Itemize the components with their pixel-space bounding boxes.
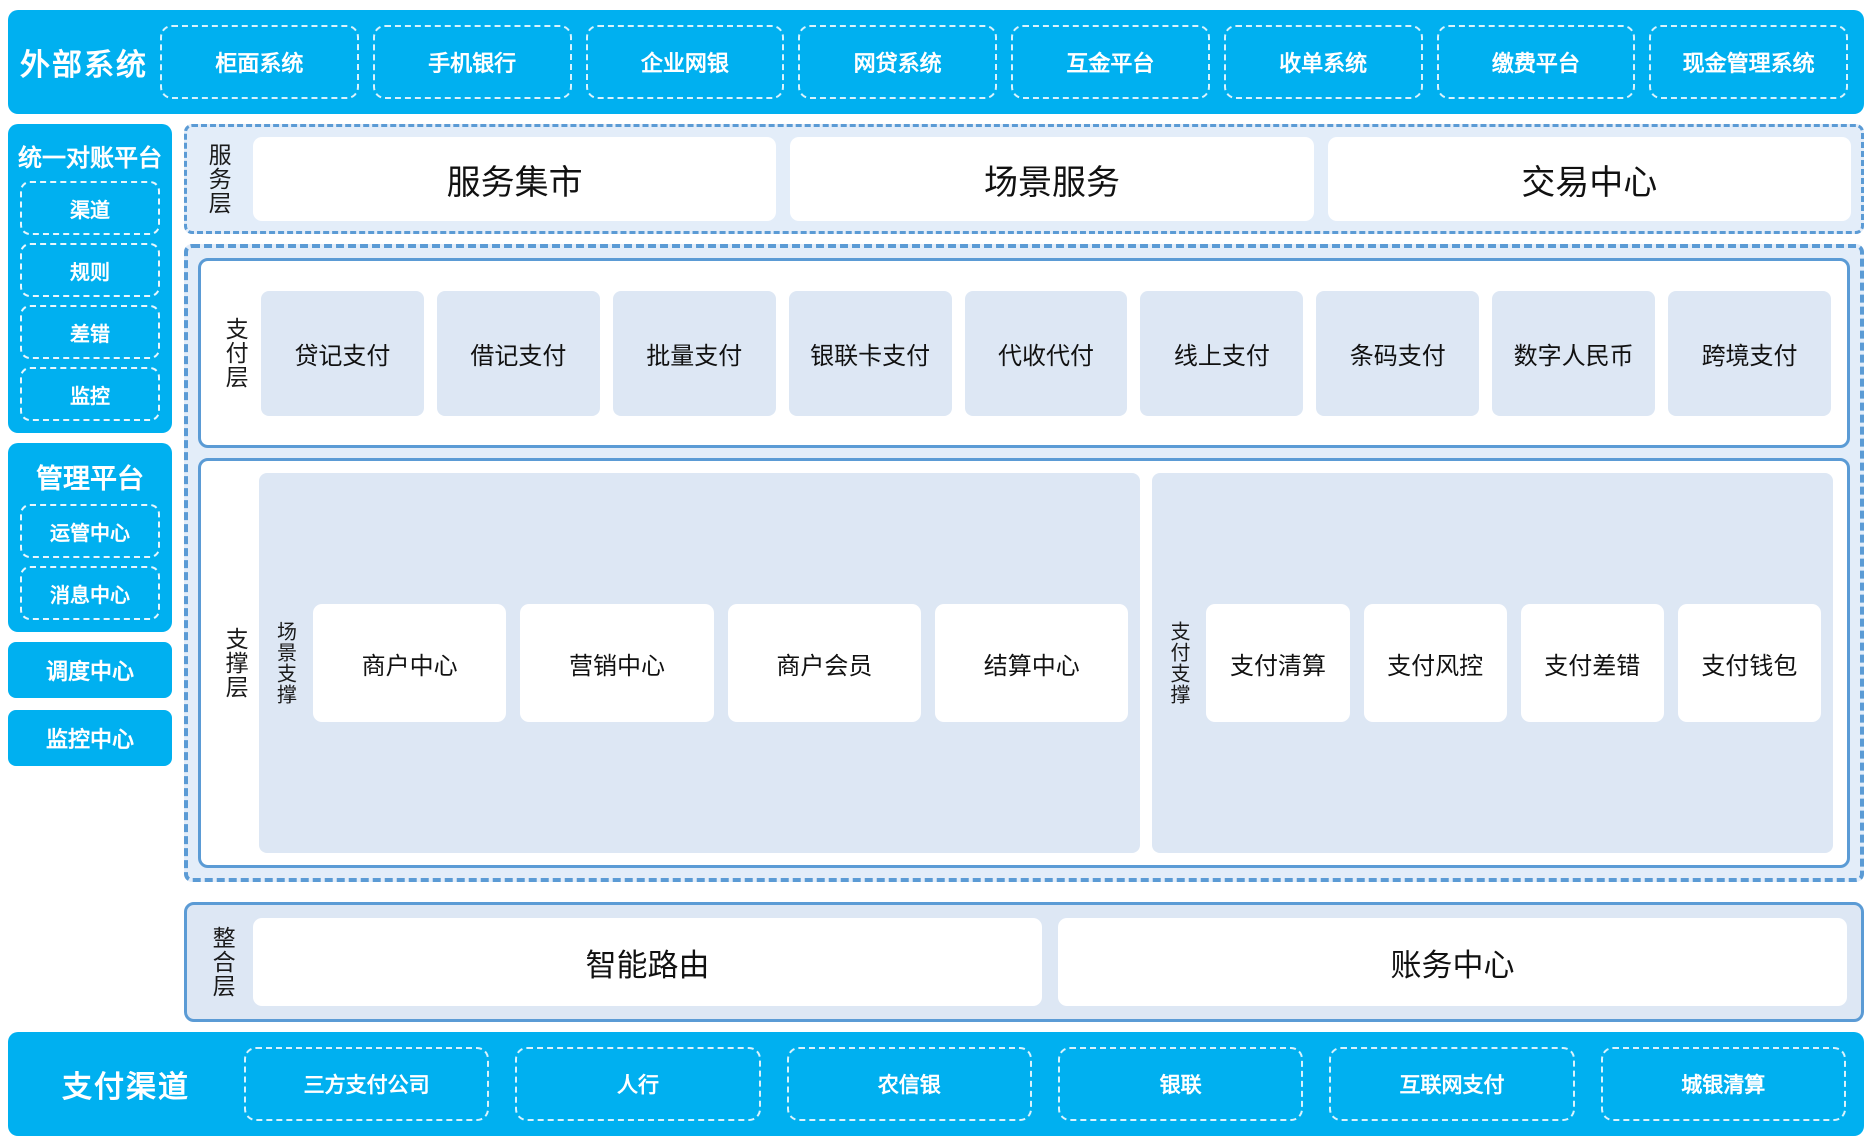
- support-card-merchant-member[interactable]: 商户会员: [727, 604, 922, 722]
- management-item-operations-center[interactable]: 运管中心: [20, 504, 160, 558]
- support-card-payment-risk[interactable]: 支付风控: [1363, 604, 1507, 722]
- integration-card-accounting-center[interactable]: 账务中心: [1058, 918, 1847, 1006]
- external-systems-title: 外部系统: [20, 49, 148, 82]
- integration-layer-panel: 整合层 智能路由 账务中心: [184, 902, 1864, 1022]
- payment-item-online[interactable]: 线上支付: [1140, 290, 1304, 416]
- support-card-payment-clearing[interactable]: 支付清算: [1206, 604, 1350, 722]
- integration-layer-label: 整合层: [209, 926, 236, 998]
- support-layer-panel: 支撑层 场景支撑 商户中心 营销中心 商户会员 结算中心: [198, 458, 1850, 868]
- support-card-marketing-center[interactable]: 营销中心: [520, 604, 714, 722]
- left-rail: 统一对账平台 渠道 规则 差错 监控 管理平台 运管中心 消息中心 调度中心 监…: [8, 124, 172, 1022]
- support-card-settlement-center[interactable]: 结算中心: [935, 604, 1129, 722]
- service-card-transaction-center[interactable]: 交易中心: [1327, 137, 1851, 221]
- reconcile-item-channel[interactable]: 渠道: [20, 181, 160, 235]
- support-layer-groups: 场景支撑 商户中心 营销中心 商户会员 结算中心 支付支撑 支付清算: [257, 471, 1835, 855]
- external-system-chip[interactable]: 缴费平台: [1436, 25, 1636, 99]
- payment-item-barcode[interactable]: 条码支付: [1316, 290, 1480, 416]
- management-platform-group: 管理平台 运管中心 消息中心: [8, 443, 172, 632]
- payment-item-credit[interactable]: 贷记支付: [261, 290, 424, 416]
- payment-channel-chip[interactable]: 互联网支付: [1329, 1047, 1575, 1121]
- rail-item-scheduling-center[interactable]: 调度中心: [8, 642, 172, 698]
- service-layer-label: 服务层: [205, 143, 232, 215]
- payment-channel-chip[interactable]: 人行: [515, 1047, 761, 1121]
- payment-channel-chip[interactable]: 农信银: [786, 1047, 1032, 1121]
- reconcile-item-rule[interactable]: 规则: [20, 243, 160, 297]
- external-system-chip[interactable]: 企业网银: [585, 25, 785, 99]
- integration-card-smart-routing[interactable]: 智能路由: [253, 918, 1042, 1006]
- external-system-chip[interactable]: 互金平台: [1011, 25, 1210, 99]
- rail-item-monitoring-center[interactable]: 监控中心: [8, 710, 172, 766]
- support-group-payment-label: 支付支撑: [1166, 621, 1189, 705]
- external-system-chip[interactable]: 柜面系统: [160, 25, 359, 99]
- support-group-scenario: 场景支撑 商户中心 营销中心 商户会员 结算中心: [259, 473, 1141, 853]
- external-system-chip[interactable]: 手机银行: [372, 25, 572, 99]
- support-card-payment-error[interactable]: 支付差错: [1520, 604, 1664, 722]
- external-system-chip[interactable]: 网贷系统: [798, 25, 997, 99]
- management-item-message-center[interactable]: 消息中心: [20, 566, 160, 620]
- rail-standalone-group: 调度中心 监控中心: [8, 642, 172, 766]
- core-layers-container: 支付层 贷记支付 借记支付 批量支付 银联卡支付 代收代付 线上支付 条码支付 …: [184, 244, 1864, 882]
- support-group-payment-cards: 支付清算 支付风控 支付差错 支付钱包: [1206, 483, 1821, 843]
- service-card-scenario-service[interactable]: 场景服务: [790, 137, 1314, 221]
- service-layer-row: 服务层 服务集市 场景服务 交易中心: [197, 137, 1851, 221]
- payment-layer-panel: 支付层 贷记支付 借记支付 批量支付 银联卡支付 代收代付 线上支付 条码支付 …: [198, 258, 1850, 448]
- payment-channels-title: 支付渠道: [62, 1071, 190, 1104]
- payment-channel-chip[interactable]: 城银清算: [1600, 1047, 1846, 1121]
- payment-item-debit[interactable]: 借记支付: [436, 290, 600, 416]
- reconcile-item-error[interactable]: 差错: [20, 305, 160, 359]
- support-group-scenario-label: 场景支撑: [273, 621, 296, 705]
- management-platform-title: 管理平台: [36, 464, 144, 494]
- external-systems-items: 柜面系统 手机银行 企业网银 网贷系统 互金平台 收单系统 缴费平台 现金管理系…: [160, 25, 1848, 99]
- reconcile-item-monitor[interactable]: 监控: [20, 367, 160, 421]
- middle-region: 统一对账平台 渠道 规则 差错 监控 管理平台 运管中心 消息中心 调度中心 监…: [8, 124, 1864, 1022]
- integration-layer-cards: 智能路由 账务中心: [253, 918, 1847, 1006]
- external-systems-bar: 外部系统 柜面系统 手机银行 企业网银 网贷系统 互金平台 收单系统 缴费平台 …: [8, 10, 1864, 114]
- payment-layer-label: 支付层: [222, 317, 249, 389]
- support-card-merchant-center[interactable]: 商户中心: [313, 604, 507, 722]
- payment-item-cross-border[interactable]: 跨境支付: [1668, 290, 1832, 416]
- payment-item-collection-payment[interactable]: 代收代付: [964, 290, 1128, 416]
- payment-channels-bar: 支付渠道 三方支付公司 人行 农信银 银联 互联网支付 城银清算: [8, 1032, 1864, 1136]
- payment-layer-items: 贷记支付 借记支付 批量支付 银联卡支付 代收代付 线上支付 条码支付 数字人民…: [257, 271, 1835, 435]
- payment-item-batch[interactable]: 批量支付: [612, 290, 776, 416]
- external-system-chip[interactable]: 现金管理系统: [1649, 25, 1848, 99]
- payment-item-unionpay-card[interactable]: 银联卡支付: [788, 290, 952, 416]
- support-group-payment: 支付支撑 支付清算 支付风控 支付差错 支付钱包: [1152, 473, 1833, 853]
- reconcile-platform-title: 统一对账平台: [18, 145, 162, 172]
- payment-channel-chip[interactable]: 银联: [1057, 1047, 1304, 1121]
- support-layer-label: 支撑层: [222, 627, 249, 699]
- support-card-payment-wallet[interactable]: 支付钱包: [1677, 604, 1821, 722]
- service-layer-container: 服务层 服务集市 场景服务 交易中心: [184, 124, 1864, 234]
- support-group-scenario-cards: 商户中心 营销中心 商户会员 结算中心: [313, 483, 1129, 843]
- payment-item-digital-rmb[interactable]: 数字人民币: [1492, 290, 1656, 416]
- service-card-marketplace[interactable]: 服务集市: [253, 137, 777, 221]
- external-system-chip[interactable]: 收单系统: [1223, 25, 1423, 99]
- payment-channel-chip[interactable]: 三方支付公司: [244, 1047, 490, 1121]
- payment-channels-items: 三方支付公司 人行 农信银 银联 互联网支付 城银清算: [244, 1047, 1846, 1121]
- layers-stack: 服务层 服务集市 场景服务 交易中心 支付层 贷记支付 借记支付 批量支付 银联…: [184, 124, 1864, 1022]
- reconcile-platform-group: 统一对账平台 渠道 规则 差错 监控: [8, 124, 172, 433]
